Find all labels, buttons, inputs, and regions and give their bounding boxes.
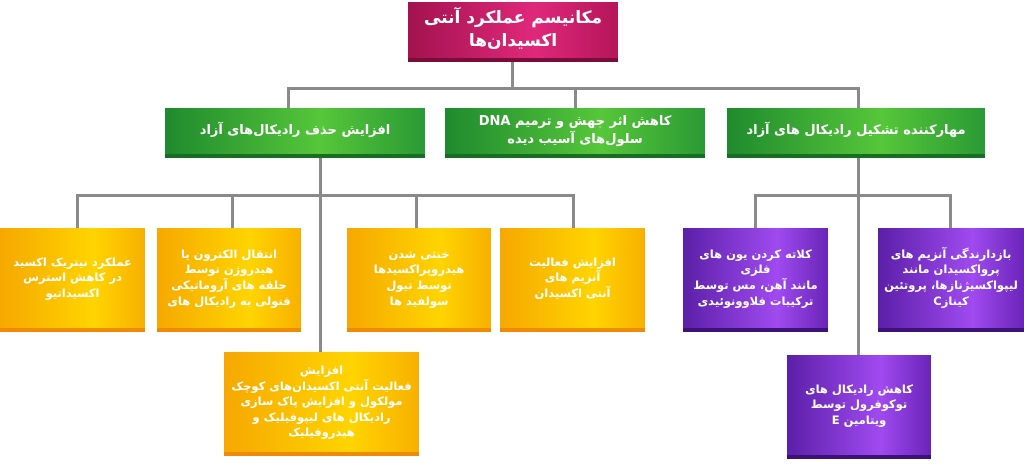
connector (949, 194, 952, 228)
mechanism-text: خنثی شدن هیدروپراکسیدها توسط تیول سولفید… (373, 246, 465, 308)
mechanism-text: افزایش فعالیت آنزیم های آنتی اکسیدان (529, 254, 616, 300)
title-text: مکانیسم عملکرد آنتی اکسیدان‌ها (423, 8, 603, 51)
mechanism-text: کاهش رادیکال های توکوفرول توسط ویتامین E (805, 381, 913, 427)
diagram-title: مکانیسم عملکرد آنتی اکسیدان‌ها (408, 2, 618, 62)
mechanism-text: عملکرد نیتریک اکسید در کاهش استرس اکسیدا… (13, 254, 132, 300)
connector (319, 158, 322, 352)
mechanism-box: کاهش رادیکال های توکوفرول توسط ویتامین E (787, 355, 931, 459)
connector (231, 194, 234, 228)
connector (415, 194, 418, 228)
mechanism-box: افزایش فعالیت آنزیم های آنتی اکسیدان (500, 228, 645, 332)
mechanism-text: انتقال الکترون یا هیدروژن توسط حلقه های … (167, 246, 291, 308)
mechanism-box: کلاته کردن یون های فلزی مانند آهن، مس تو… (683, 228, 828, 332)
connector (511, 62, 514, 89)
connector (76, 194, 574, 197)
category-label: کاهش اثر جهش و ترمیم DNA سلول‌های آسیب د… (478, 114, 672, 147)
category-scavenging: افزایش حذف رادیکال‌های آزاد (165, 108, 425, 158)
mechanism-text: بازدارندگی آنزیم های پرواکسیدان مانند لی… (884, 246, 1018, 308)
connector (287, 87, 290, 108)
connector (287, 87, 860, 90)
connector (754, 194, 757, 228)
connector (572, 194, 575, 228)
mechanism-box: خنثی شدن هیدروپراکسیدها توسط تیول سولفید… (347, 228, 491, 332)
category-dna-repair: کاهش اثر جهش و ترمیم DNA سلول‌های آسیب د… (445, 108, 705, 158)
category-inhibition: مهارکننده تشکیل رادیکال های آزاد (727, 108, 985, 158)
connector (857, 87, 860, 108)
connector (574, 87, 577, 108)
category-label: افزایش حذف رادیکال‌های آزاد (199, 123, 391, 139)
connector (76, 194, 79, 228)
mechanism-box: افزایش فعالیت آنتی اکسیدان‌های کوچک مولک… (224, 352, 419, 456)
connector (754, 194, 951, 197)
mechanism-box: بازدارندگی آنزیم های پرواکسیدان مانند لی… (878, 228, 1024, 332)
category-label: مهارکننده تشکیل رادیکال های آزاد (746, 123, 966, 139)
mechanism-box: انتقال الکترون یا هیدروژن توسط حلقه های … (157, 228, 301, 332)
connector (857, 158, 860, 355)
mechanism-text: افزایش فعالیت آنتی اکسیدان‌های کوچک مولک… (231, 363, 412, 440)
mechanism-box: عملکرد نیتریک اکسید در کاهش استرس اکسیدا… (0, 228, 145, 332)
mechanism-text: کلاته کردن یون های فلزی مانند آهن، مس تو… (693, 246, 818, 308)
